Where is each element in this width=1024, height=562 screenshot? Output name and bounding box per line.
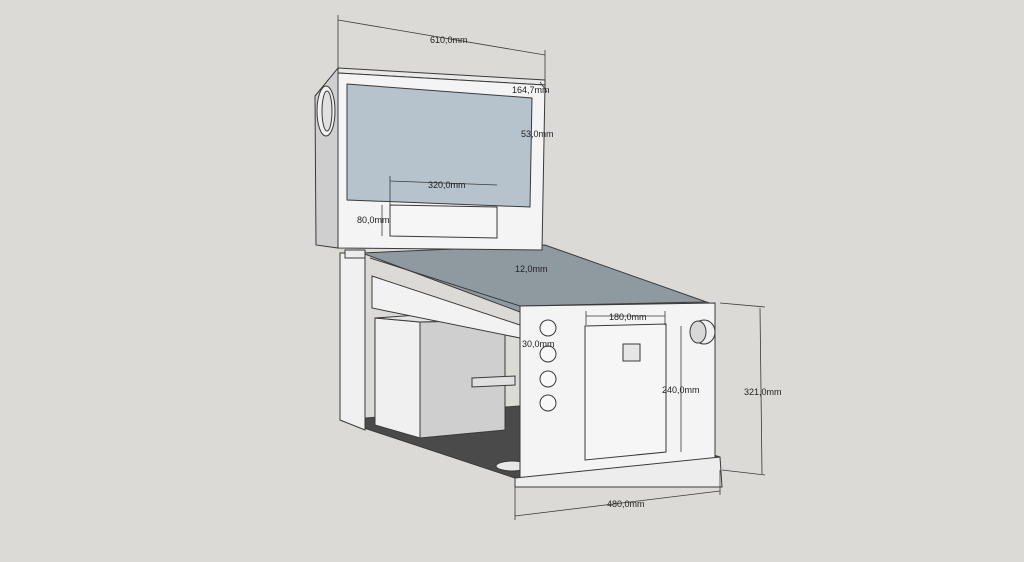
dim-screen-height: 53,0mm xyxy=(521,129,554,139)
coin-door xyxy=(584,323,667,461)
dim-dmd-width: 320,0mm xyxy=(428,180,466,190)
cabinet-rear-wall xyxy=(339,252,366,431)
backbox-screen xyxy=(346,83,533,208)
dim-dmd-height: 80,0mm xyxy=(357,215,390,225)
internal-shelf xyxy=(471,375,516,388)
front-button-1[interactable] xyxy=(539,319,557,337)
dim-cabinet-width: 480,0mm xyxy=(607,499,645,509)
start-button-rim xyxy=(689,320,707,344)
coin-slot-icon xyxy=(622,343,641,362)
dim-button-spacing: 30,0mm xyxy=(522,339,555,349)
front-lip xyxy=(514,456,723,488)
front-button-4[interactable] xyxy=(539,394,557,412)
internal-box-front xyxy=(374,317,421,439)
front-button-2[interactable] xyxy=(539,345,557,363)
backbox-support xyxy=(344,249,366,259)
dim-door-width: 180,0mm xyxy=(609,312,647,322)
dim-cabinet-height: 321,0mm xyxy=(744,387,782,397)
dimension-lines xyxy=(337,15,766,520)
dim-backbox-width: 610,0mm xyxy=(430,35,468,45)
dim-door-height: 240,0mm xyxy=(662,385,700,395)
dim-glass-offset: 12,0mm xyxy=(515,264,548,274)
side-speaker-cone xyxy=(321,90,333,132)
front-button-3[interactable] xyxy=(539,370,557,388)
front-buttons xyxy=(539,319,557,412)
dim-backbox-depth: 164,7mm xyxy=(512,85,550,95)
dmd-panel xyxy=(389,204,498,239)
